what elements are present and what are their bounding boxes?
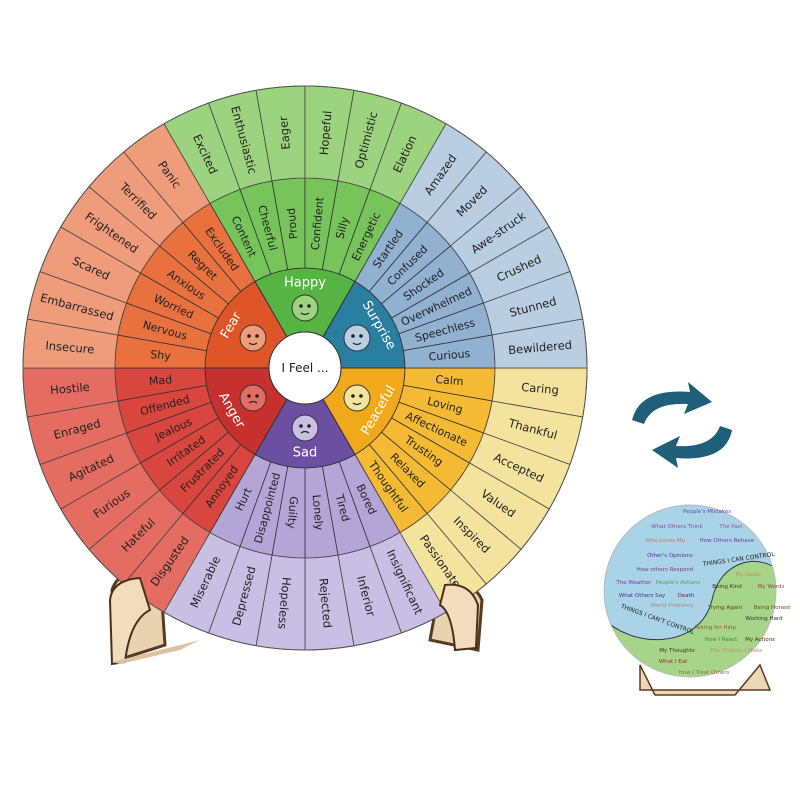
outer-feeling-label: Rejected	[316, 578, 334, 629]
cant-control-item: People's Mistakes	[683, 509, 731, 515]
middle-feeling-label: Lonely	[310, 494, 326, 531]
wooden-stand-front	[108, 576, 480, 666]
disc-stand	[639, 663, 772, 696]
cant-control-item: Other's Opinions	[647, 553, 693, 559]
can-control-item: Trying Again	[707, 605, 742, 611]
middle-feeling-label: Curious	[428, 347, 471, 364]
outer-feeling-label: Insecure	[45, 338, 95, 356]
emotion-sad[interactable]: BoredInsignificantTiredInferiorLonelyRej…	[163, 398, 447, 651]
emotion-face-icon	[239, 324, 267, 352]
middle-feeling-label: Silly	[333, 215, 352, 241]
cant-control-item: Death	[678, 593, 695, 599]
cant-control-item: People's Actions	[656, 580, 701, 586]
cant-control-item: What Others Say	[619, 593, 666, 599]
middle-feeling-label: Guilty	[284, 496, 300, 530]
outer-feeling-label: Eager	[276, 115, 293, 150]
can-control-item: Working Hard	[745, 616, 782, 622]
center-label: I Feel ...	[282, 361, 329, 375]
middle-feeling-label: Confident	[309, 196, 327, 251]
emotion-face-icon	[343, 324, 371, 352]
can-control-item: How I Treat Others	[679, 670, 730, 676]
can-control-item: Asking for Help	[694, 625, 736, 631]
can-control-item: What I Eat	[659, 659, 688, 665]
emotion-surprise[interactable]: StartledAmazedConfusedMovedShockedAwe-st…	[322, 123, 588, 369]
middle-feeling-label: Proud	[285, 207, 301, 239]
outer-feeling-label: Hostile	[50, 380, 91, 397]
emotion-face-icon	[239, 384, 267, 412]
cant-control-item: How Others Behave	[700, 538, 755, 544]
outer-feeling-label: Bewildered	[508, 338, 573, 358]
can-control-item: My Actions	[745, 637, 775, 643]
cant-control-item: World Problems	[651, 603, 694, 609]
can-control-item: My Goals	[735, 572, 760, 578]
cant-control-item: How others Respond	[637, 567, 694, 573]
middle-feeling-label: Shy	[150, 348, 172, 363]
middle-feeling-label: Calm	[435, 373, 464, 388]
center-circle[interactable]	[268, 331, 342, 405]
can-control-item: Being Honest	[754, 605, 792, 611]
cant-control-item: The Past	[718, 524, 743, 530]
cant-control-item: Who Loves Me	[645, 538, 685, 544]
can-control-item: Being Kind	[712, 584, 742, 590]
emotion-face-icon	[343, 384, 371, 412]
circular-arrows-icon	[632, 382, 732, 468]
cant-control-item: The Weather	[615, 580, 652, 586]
emotion-anger[interactable]: AnnoyedDisgustedFrustratedHatefulIrritat…	[22, 367, 288, 613]
middle-feeling-label: Mad	[148, 373, 172, 388]
core-emotion-label: Happy	[284, 276, 326, 291]
cant-control-item: What Others Think	[651, 524, 703, 530]
can-control-item: The Choices I Make	[708, 648, 763, 654]
can-control-item: My Words	[758, 584, 785, 590]
outer-feeling-label: Hopeless	[275, 576, 294, 629]
can-control-item: How I React	[705, 637, 738, 643]
emotion-face-icon	[291, 294, 319, 322]
emotion-face-icon	[291, 414, 319, 442]
core-emotion-label: Sad	[293, 446, 317, 461]
emotion-happy[interactable]: ContentExcitedCheerfulEnthusiasticProudE…	[163, 85, 447, 338]
outer-feeling-label: Caring	[521, 380, 560, 397]
outer-feeling-label: Hopeful	[317, 110, 335, 156]
can-control-item: My Thoughts	[659, 648, 695, 654]
